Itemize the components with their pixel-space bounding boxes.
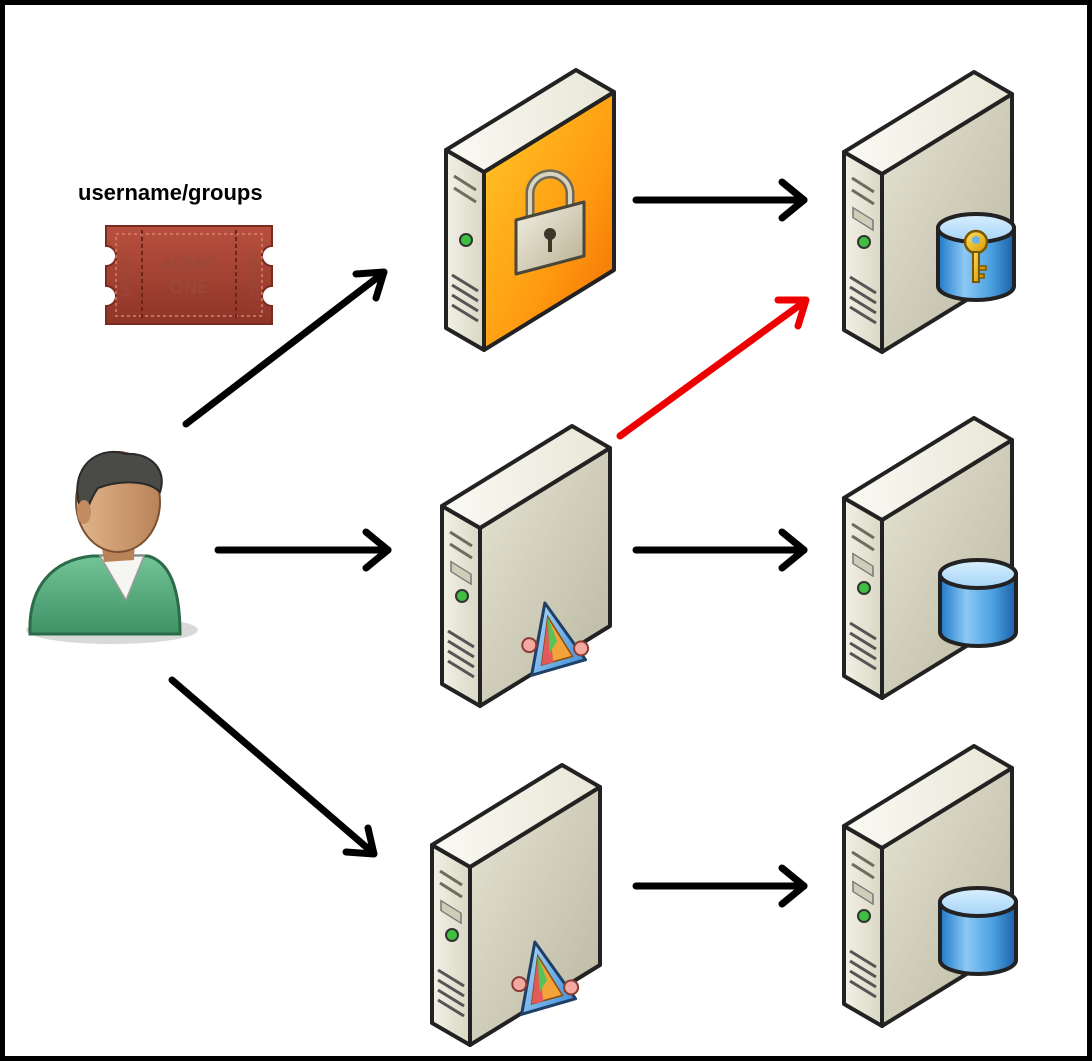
arrow-auth-to-keydb <box>632 178 808 222</box>
auth-server-icon <box>444 68 616 352</box>
arrow-app1-to-db1 <box>632 528 808 572</box>
user-icon <box>26 450 198 644</box>
arrow-user-to-app1 <box>214 528 392 572</box>
ticket-line2: ONE <box>169 277 208 298</box>
arrow-app1-to-keydb <box>616 296 810 440</box>
app-server-2-icon <box>430 763 602 1047</box>
database-server-2-icon <box>842 744 1018 1028</box>
arrow-user-to-auth <box>182 268 388 428</box>
database-server-1-icon <box>842 416 1018 700</box>
app-server-1-icon <box>440 424 612 708</box>
ticket-icon: ADMIT ONE 3400002 3400002 <box>105 225 273 325</box>
lock-icon <box>514 169 586 276</box>
ticket-line1: ADMIT <box>160 254 219 275</box>
arrow-app2-to-db2 <box>632 864 808 908</box>
key-icon <box>963 229 989 283</box>
ticket-serial-right: 3400002 <box>247 251 260 300</box>
ticket-serial-left: 3400002 <box>120 251 133 300</box>
key-database-server-icon <box>842 70 1016 354</box>
arrow-user-to-app2 <box>168 676 378 858</box>
ticket-caption: username/groups <box>78 180 263 205</box>
